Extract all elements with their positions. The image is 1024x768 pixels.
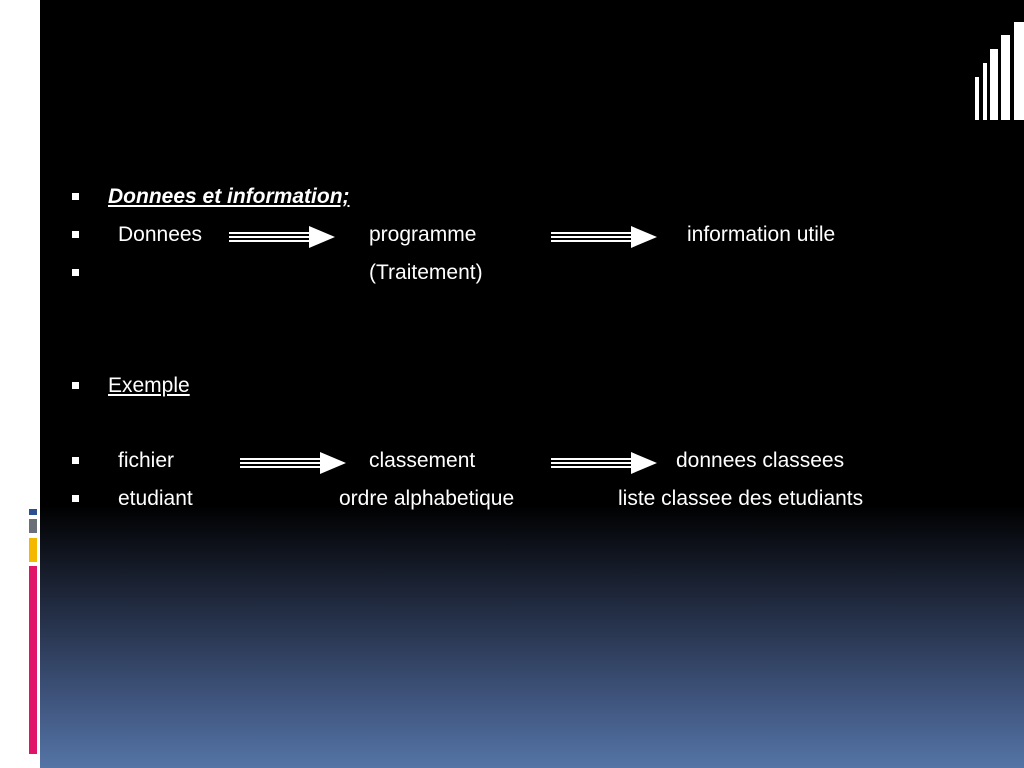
double-line-arrow-icon: [240, 452, 346, 474]
example-concrete-input: etudiant: [118, 487, 193, 510]
double-line-arrow-icon: [551, 452, 657, 474]
bullet-row-heading-2: Exemple: [0, 371, 1024, 401]
example-process-label: classement: [369, 449, 476, 472]
flow-output-label: information utile: [687, 223, 836, 246]
square-bullet-icon: [72, 382, 79, 389]
accent-bar-pink: [29, 566, 37, 754]
example-output-label: donnees classees: [676, 449, 845, 472]
square-bullet-icon: [72, 457, 79, 464]
accent-bar-yellow: [29, 538, 37, 562]
square-bullet-icon: [72, 231, 79, 238]
double-line-arrow-icon: [229, 226, 335, 248]
bullet-row-flow-2: fichier classement donnees classees: [0, 446, 1024, 476]
bullet-row-flow-1: Donnees programme information utile: [0, 220, 1024, 250]
square-bullet-icon: [72, 269, 79, 276]
bullet-row-heading-1: Donnees et information;: [0, 182, 1024, 212]
example-concrete-process: ordre alphabetique: [339, 487, 515, 510]
accent-bar-blue: [29, 509, 37, 515]
example-concrete-output: liste classee des etudiants: [618, 487, 864, 510]
square-bullet-icon: [72, 193, 79, 200]
flow-input-label: Donnees: [118, 223, 203, 246]
double-line-arrow-icon: [551, 226, 657, 248]
bullet-row-note: (Traitement): [0, 258, 1024, 288]
example-input-label: fichier: [118, 449, 175, 472]
bullet-row-example: etudiant ordre alphabetique liste classe…: [0, 484, 1024, 514]
section-heading: Donnees et information;: [108, 185, 350, 208]
square-bullet-icon: [72, 495, 79, 502]
flow-process-label: programme: [369, 223, 477, 246]
process-note: (Traitement): [369, 261, 483, 284]
example-heading: Exemple: [108, 374, 190, 397]
accent-bar-gray: [29, 519, 37, 533]
